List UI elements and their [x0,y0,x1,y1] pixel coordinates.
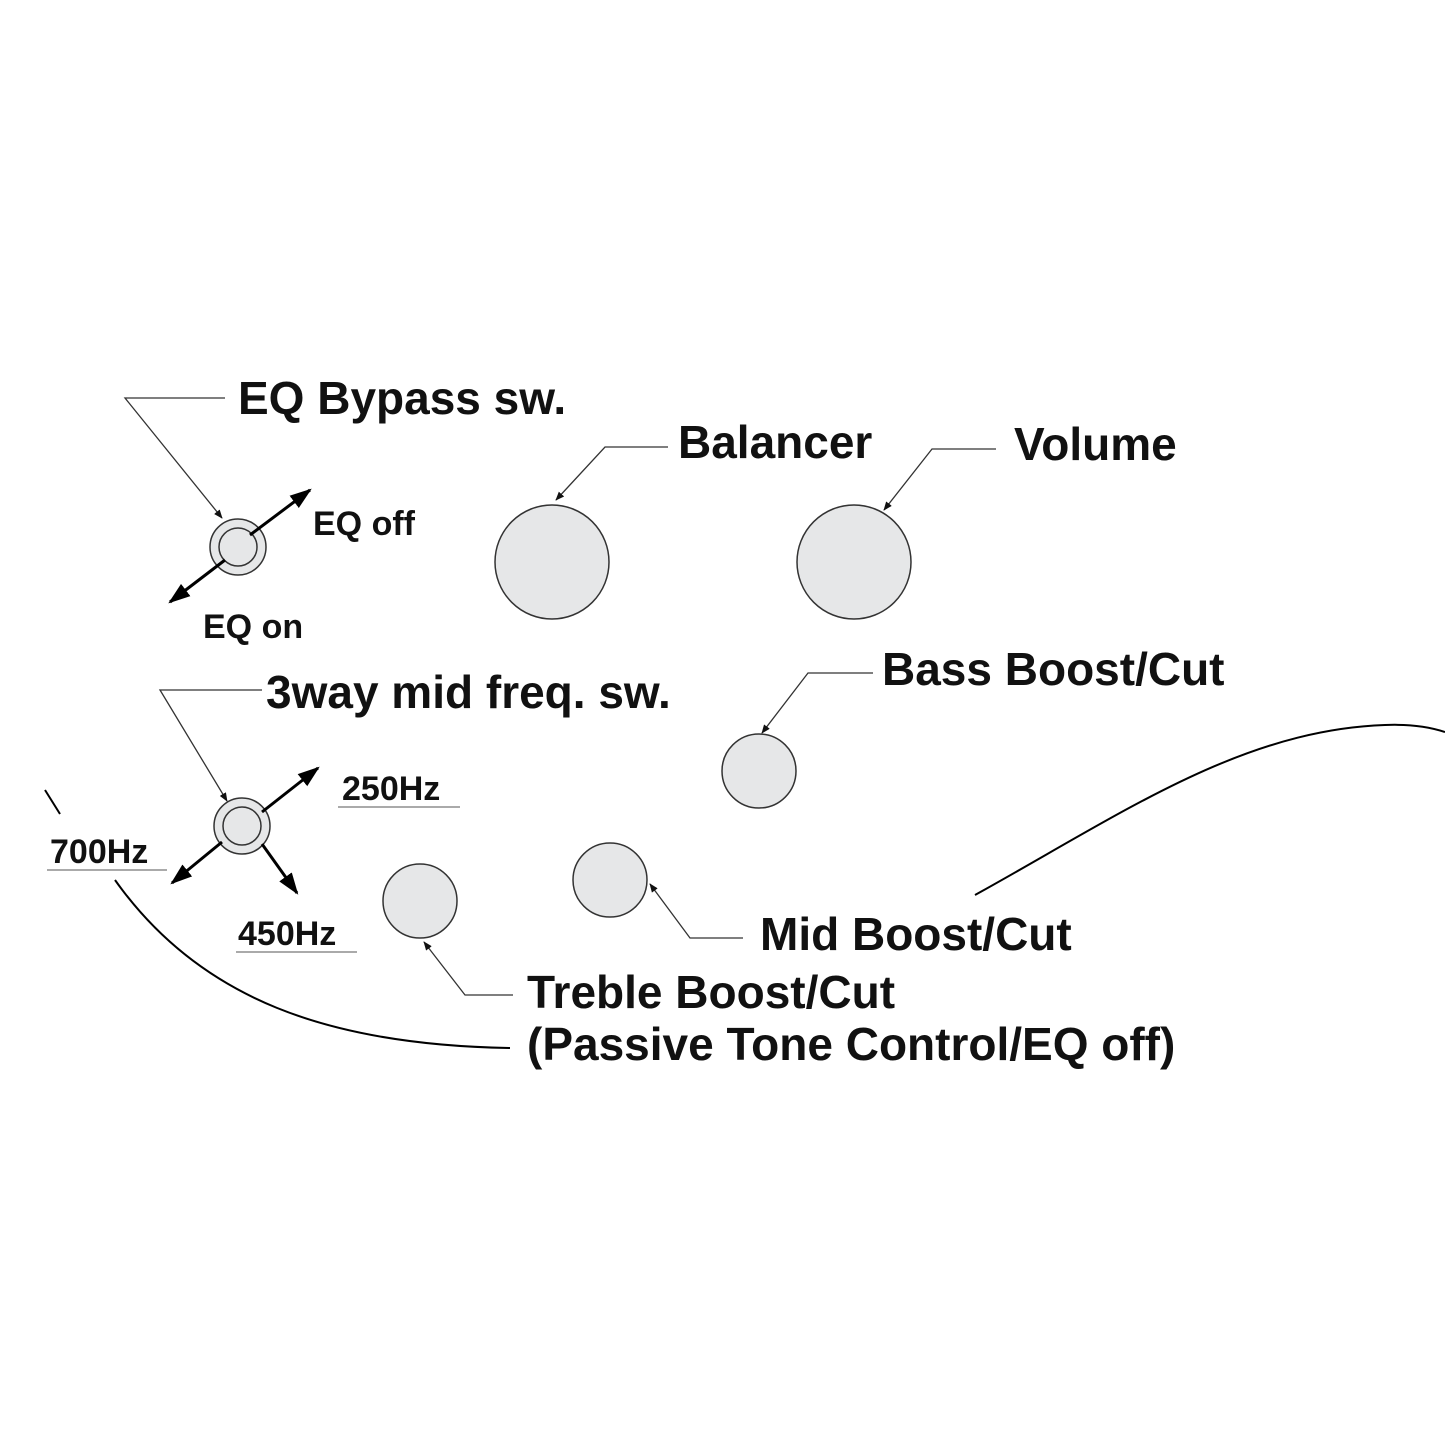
eq-off-arrow [249,488,312,537]
eq-on-label: EQ on [203,608,303,646]
bass-knob[interactable] [721,733,797,809]
body-outline-right [974,723,1445,896]
treble-label: Treble Boost/Cut [527,966,895,1018]
treble-knob[interactable] [382,863,458,939]
mid-freq-leader [158,689,262,802]
eq-bypass-label: EQ Bypass sw. [238,372,566,424]
body-outline-tick [44,789,61,815]
freq-450-label: 450Hz [238,915,336,953]
eq-off-label: EQ off [313,505,416,543]
treble-sub-label: (Passive Tone Control/EQ off) [527,1018,1175,1070]
balancer-label: Balancer [678,416,872,468]
eq-on-arrow [168,558,226,604]
freq-250-arrow [261,766,320,814]
mid-leader [649,883,743,939]
body-outline-left [114,879,511,1049]
mid-knob[interactable] [572,842,648,918]
freq-250-label: 250Hz [342,770,440,808]
bass-leader [761,672,873,734]
volume-label: Volume [1014,418,1177,470]
treble-leader [423,941,513,996]
balancer-leader [555,446,668,501]
freq-700-label: 700Hz [50,833,148,871]
balancer-knob[interactable] [494,504,610,620]
volume-leader [883,448,996,511]
mid-label: Mid Boost/Cut [760,908,1072,960]
bass-label: Bass Boost/Cut [882,643,1224,695]
mid-freq-switch[interactable] [213,797,271,855]
volume-knob[interactable] [796,504,912,620]
freq-450-arrow [260,843,299,895]
mid-freq-switch-label: 3way mid freq. sw. [266,666,671,718]
eq-bypass-leader [123,397,225,519]
freq-700-arrow [170,840,223,885]
